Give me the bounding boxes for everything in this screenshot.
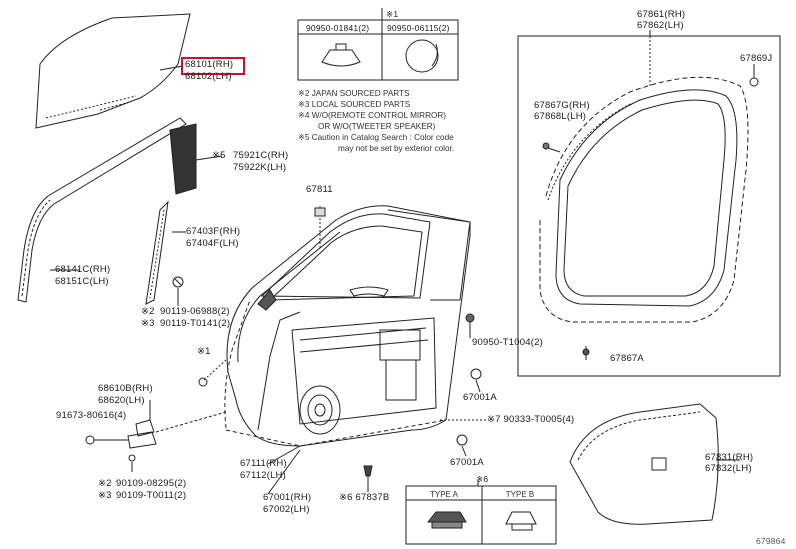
cover-sheet bbox=[569, 403, 719, 525]
weatherstrip-seal bbox=[555, 89, 738, 307]
note-4: OR W/O(TWEETER SPEAKER) bbox=[318, 122, 436, 131]
note-3: ※4 W/O(REMOTE CONTROL MIRROR) bbox=[298, 111, 447, 120]
label-screw1-mark: ※2 bbox=[141, 306, 155, 317]
glass-run-strip bbox=[17, 117, 187, 303]
label-hinge-rh[interactable]: 68610B(RH) bbox=[98, 383, 153, 394]
label-ws-g-rh[interactable]: 67867G(RH) bbox=[534, 100, 590, 111]
label-screw2[interactable]: 90119-T0141(2) bbox=[160, 318, 231, 329]
label-panel-rh[interactable]: 67111(RH) bbox=[240, 458, 287, 469]
footer-code: 679864 bbox=[756, 536, 786, 546]
note-2: ※3 LOCAL SOURCED PARTS bbox=[298, 100, 411, 109]
type-b-label: TYPE B bbox=[505, 490, 535, 499]
label-ws-a[interactable]: 67867A bbox=[610, 353, 644, 364]
weatherstrip-box bbox=[517, 35, 781, 377]
label-ws-lh[interactable]: 67862(LH) bbox=[637, 20, 684, 31]
label-bolt2-mark: ※3 bbox=[98, 490, 112, 501]
label-bolt1-mark: ※2 bbox=[98, 478, 112, 489]
label-ws-clip[interactable]: 67869J bbox=[740, 53, 773, 64]
label-run-rh[interactable]: 68141C(RH) bbox=[55, 264, 111, 275]
label-clip-mark: ※1 bbox=[197, 346, 211, 357]
label-bolt1[interactable]: 90109-08295(2) bbox=[116, 478, 187, 489]
cap-icon bbox=[405, 39, 439, 73]
label-clip-b[interactable]: ※6 67837B bbox=[339, 492, 390, 503]
label-door-lh[interactable]: 67002(LH) bbox=[263, 504, 310, 515]
frame-sash bbox=[169, 123, 197, 195]
label-glass-rh[interactable]: 68101(RH) bbox=[185, 59, 234, 70]
type-a-label: TYPE A bbox=[429, 490, 458, 499]
note-1: ※2 JAPAN SOURCED PARTS bbox=[298, 89, 410, 98]
legend-col2[interactable]: 90950-06115(2) bbox=[387, 23, 450, 33]
label-grommet[interactable]: 90950-T1004(2) bbox=[472, 337, 543, 348]
label-glass-lh[interactable]: 68102(LH) bbox=[185, 71, 232, 82]
note-5: ※5 Caution in Catalog Search : Color cod… bbox=[298, 133, 454, 142]
label-cover-lh[interactable]: 67832(LH) bbox=[705, 463, 752, 474]
highlight-box bbox=[181, 57, 245, 75]
label-frame-mark: ※5 bbox=[212, 150, 226, 161]
label-hinge-lh[interactable]: 68620(LH) bbox=[98, 395, 145, 406]
speaker-icon bbox=[299, 385, 341, 435]
label-chan-lh[interactable]: 67404F(LH) bbox=[186, 238, 239, 249]
label-plug[interactable]: ※7 90333-T0005(4) bbox=[487, 414, 575, 425]
label-screw1[interactable]: 90119-06988(2) bbox=[160, 306, 230, 317]
label-cap-a[interactable]: 67001A bbox=[463, 392, 497, 403]
screw-icon bbox=[172, 276, 184, 288]
legend-mark: ※1 bbox=[386, 9, 399, 19]
legend-col1[interactable]: 90950-01841(2) bbox=[306, 23, 370, 33]
label-bolt2[interactable]: 90109-T0011(2) bbox=[116, 490, 187, 501]
channel-bar bbox=[145, 200, 169, 305]
hinge-shape bbox=[127, 431, 157, 449]
label-hinge-bolt[interactable]: 91673-80616(4) bbox=[56, 410, 127, 421]
label-panel-lh[interactable]: 67112(LH) bbox=[240, 470, 286, 481]
label-run-lh[interactable]: 68151C(LH) bbox=[55, 276, 109, 287]
label-chan-rh[interactable]: 67403F(RH) bbox=[186, 226, 241, 237]
label-screw2-mark: ※3 bbox=[141, 318, 155, 329]
label-door-rh[interactable]: 67001(RH) bbox=[263, 492, 312, 503]
types-mark: ※6 bbox=[476, 474, 489, 484]
label-ws-rh[interactable]: 67861(RH) bbox=[637, 9, 686, 20]
label-frame-lh[interactable]: 75922K(LH) bbox=[233, 162, 287, 173]
type-box bbox=[405, 485, 557, 545]
door-shell bbox=[226, 205, 471, 447]
door-glass-shape bbox=[35, 13, 191, 129]
label-cover-rh[interactable]: 67831(RH) bbox=[705, 452, 754, 463]
label-pad[interactable]: 67811 bbox=[306, 184, 333, 195]
note-6: may not be set by exterior color. bbox=[338, 144, 455, 153]
legend-box bbox=[297, 19, 459, 81]
label-ws-g-lh[interactable]: 67868L(LH) bbox=[534, 111, 587, 122]
label-frame-rh[interactable]: 75921C(RH) bbox=[233, 150, 289, 161]
clip-icon bbox=[321, 49, 361, 67]
label-cap-b[interactable]: 67001A bbox=[450, 457, 484, 468]
